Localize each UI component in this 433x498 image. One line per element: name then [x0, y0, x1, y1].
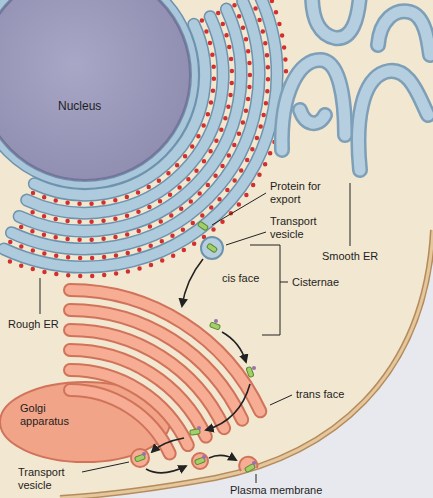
part-label: Nucleus: [58, 100, 101, 113]
nucleus: [0, 0, 190, 180]
part-label: trans face: [296, 388, 344, 401]
part-label: Transport vesicle: [270, 215, 332, 241]
ribosomes: [0, 0, 286, 276]
export-proteins: [134, 221, 255, 473]
golgi-transport-vesicle: [131, 449, 149, 467]
protein-tags: [142, 319, 256, 465]
er-transport-vesicle: [201, 237, 223, 259]
part-label: Protein for export: [270, 180, 332, 206]
part-label: Transport vesicle: [18, 466, 80, 492]
part-label: Cisternae: [292, 276, 339, 289]
part-label: Golgi apparatus: [20, 402, 80, 428]
leader-lines: [40, 183, 350, 483]
part-label: Smooth ER: [322, 250, 378, 263]
rough-er: [0, 0, 286, 276]
part-label: cis face: [222, 272, 259, 285]
cisternae-bracket: [250, 245, 288, 335]
part-label: Rough ER: [8, 318, 59, 331]
smooth-er: [282, 0, 430, 170]
secretory-vesicle: [192, 453, 208, 469]
part-label: Plasma membrane: [230, 484, 322, 497]
pathway-arrows: [146, 259, 250, 473]
golgi-cisternae: [70, 290, 260, 454]
